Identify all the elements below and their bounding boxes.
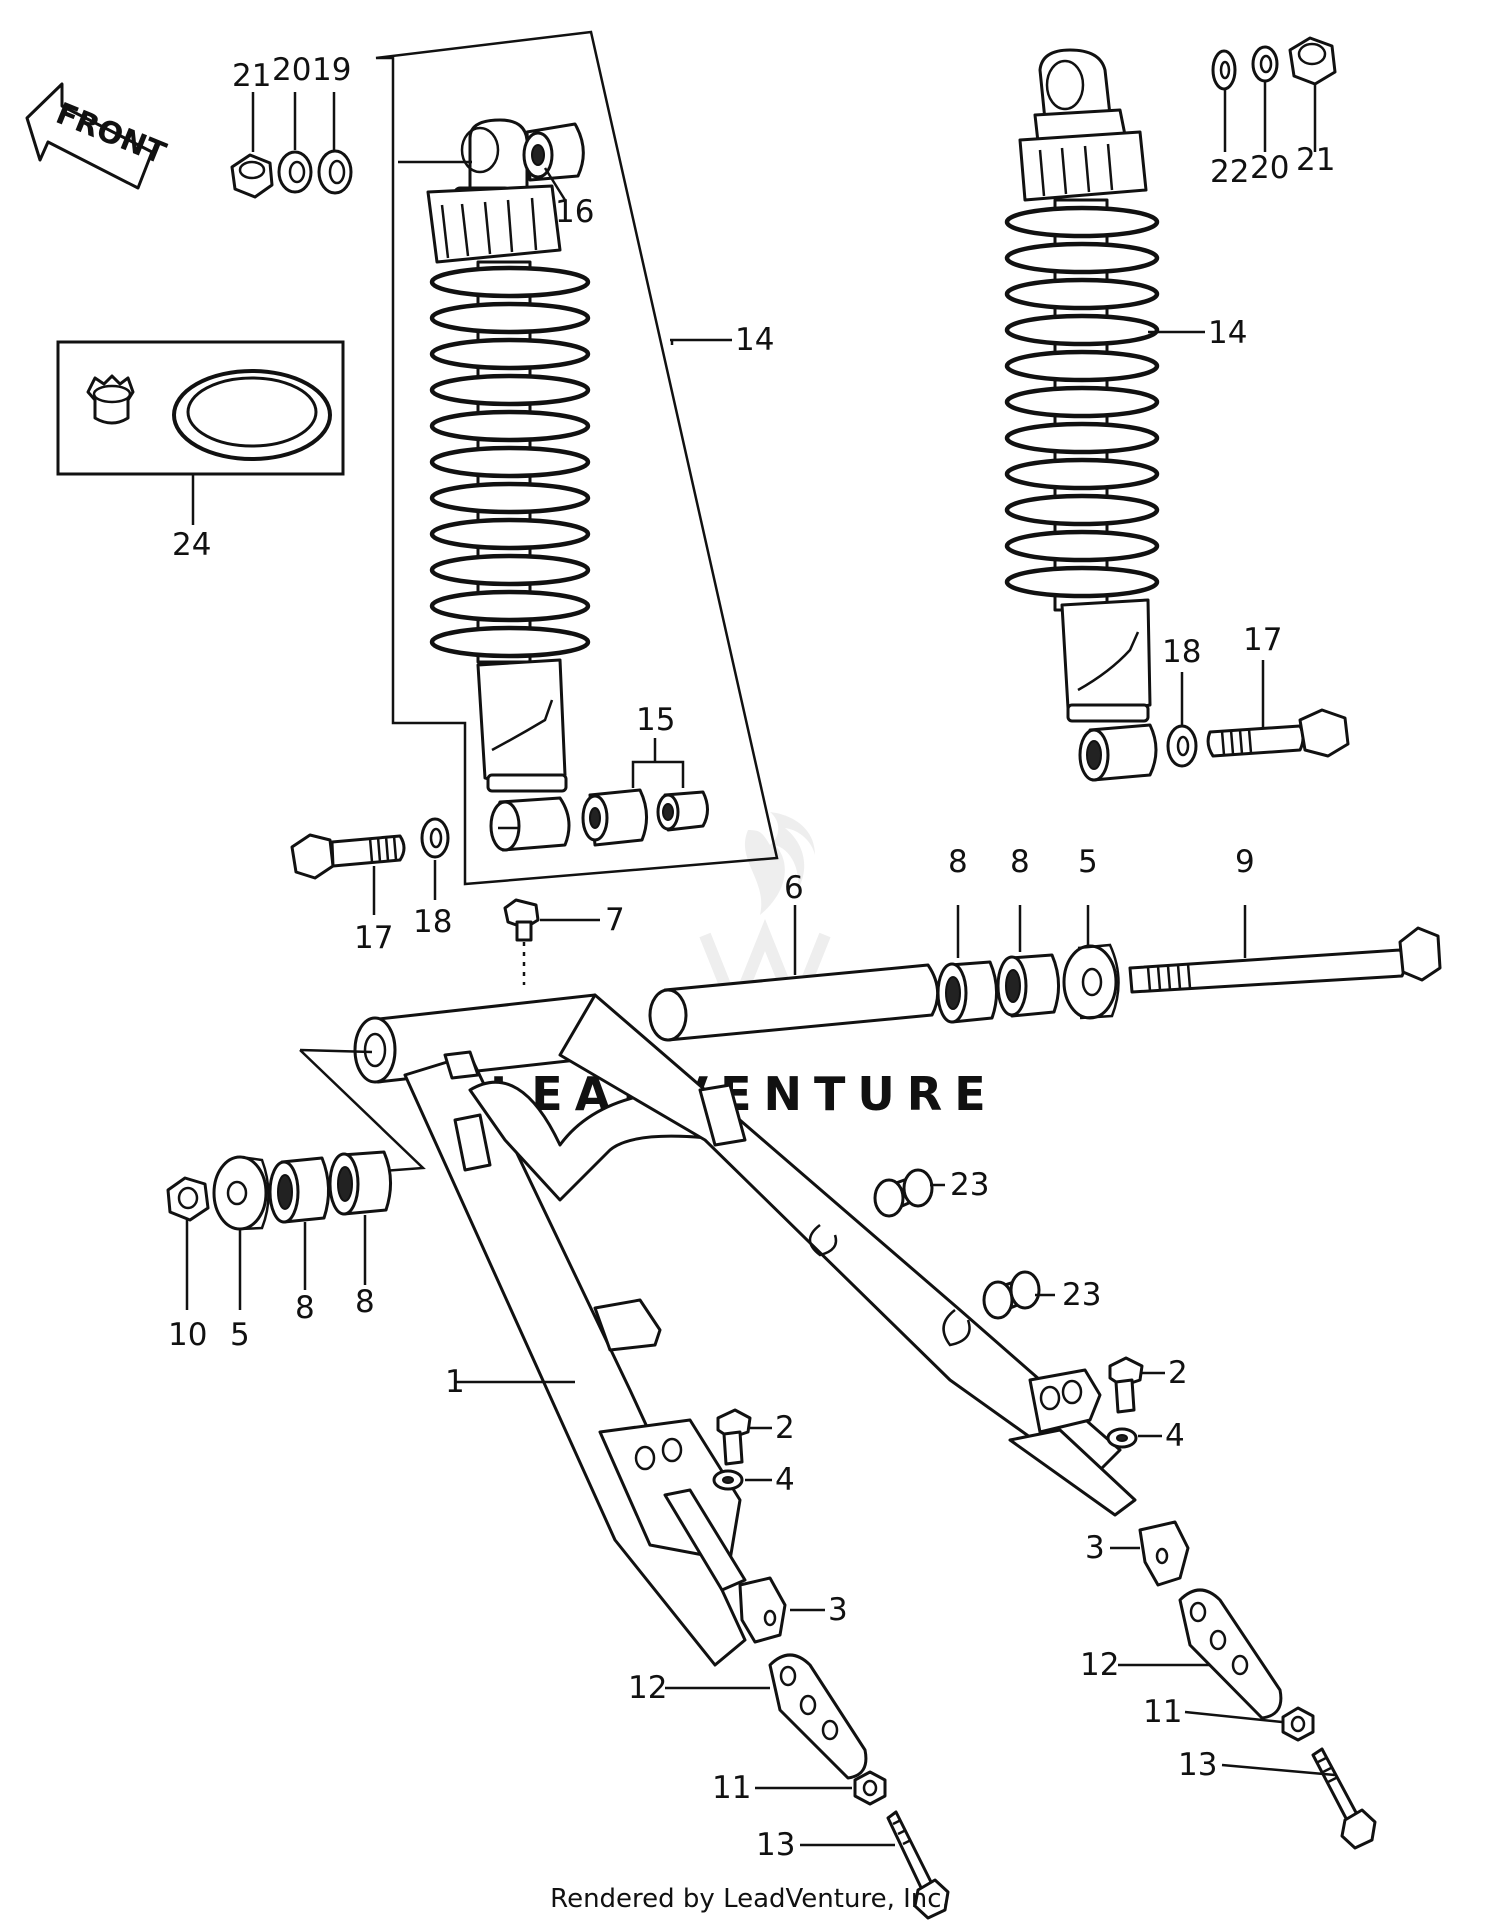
washer-18-right bbox=[1166, 724, 1198, 768]
callout-18: 18 bbox=[413, 904, 452, 940]
rubber-23-a bbox=[873, 1168, 934, 1218]
cap-icon bbox=[86, 374, 135, 425]
callout-24: 24 bbox=[172, 527, 211, 563]
washer-5-left bbox=[212, 1155, 270, 1231]
nut-11-right bbox=[1281, 1706, 1315, 1742]
adjuster-plate-12-right bbox=[1178, 1588, 1283, 1720]
callout-8: 8 bbox=[1010, 844, 1030, 880]
bearing-8-d bbox=[328, 1150, 392, 1216]
washer-18-left bbox=[420, 817, 450, 859]
callout-18: 18 bbox=[1162, 634, 1201, 670]
washer-22 bbox=[1211, 49, 1237, 91]
washer-5-right bbox=[1062, 943, 1120, 1020]
callout-22: 22 bbox=[1210, 154, 1249, 190]
bolt-2-left bbox=[716, 1408, 752, 1466]
block-3-left bbox=[738, 1576, 787, 1644]
bearing-8-b bbox=[996, 953, 1060, 1018]
callout-7: 7 bbox=[605, 902, 625, 938]
callout-2: 2 bbox=[775, 1410, 795, 1446]
render-credit: Rendered by LeadVenture, Inc. bbox=[550, 1884, 950, 1914]
callout-16: 16 bbox=[555, 194, 594, 230]
callout-3: 3 bbox=[1085, 1530, 1105, 1566]
callout-5: 5 bbox=[1078, 844, 1098, 880]
nut-21-left bbox=[230, 153, 274, 199]
bearing-8-a bbox=[936, 960, 998, 1024]
callout-4: 4 bbox=[775, 1462, 795, 1498]
washer-20-left bbox=[277, 150, 313, 194]
grease-nipple-7 bbox=[503, 898, 540, 942]
bolt-17-right bbox=[1206, 708, 1350, 758]
bolt-13-right bbox=[1311, 1747, 1377, 1850]
nut-21-right bbox=[1288, 36, 1337, 86]
rubber-23-b bbox=[982, 1270, 1041, 1320]
shock-absorber-right bbox=[1004, 48, 1160, 782]
pivot-tube-6 bbox=[648, 963, 940, 1042]
watermark-text: LEADVENTURE bbox=[490, 1067, 998, 1121]
callout-14: 14 bbox=[1208, 315, 1247, 351]
callout-8: 8 bbox=[355, 1284, 375, 1320]
swingarm-1 bbox=[353, 993, 1137, 1667]
gasket-ring-icon bbox=[172, 369, 332, 461]
callout-23: 23 bbox=[1062, 1277, 1101, 1313]
shock-absorber-left bbox=[426, 118, 591, 852]
bearing-8-c bbox=[268, 1156, 330, 1224]
callout-19: 19 bbox=[312, 52, 351, 88]
lockwasher-4-right bbox=[1106, 1427, 1138, 1449]
bolt-17-left bbox=[290, 833, 406, 880]
callout-20: 20 bbox=[1250, 150, 1289, 186]
callout-5: 5 bbox=[230, 1317, 250, 1353]
block-3-right bbox=[1138, 1520, 1190, 1587]
bushings-15 bbox=[581, 788, 709, 847]
callout-8: 8 bbox=[295, 1290, 315, 1326]
callout-15: 15 bbox=[636, 702, 675, 738]
callout-12: 12 bbox=[628, 1670, 667, 1706]
callout-17: 17 bbox=[354, 920, 393, 956]
bolt-2-right bbox=[1108, 1356, 1144, 1414]
callout-2: 2 bbox=[1168, 1355, 1188, 1391]
bushing-16 bbox=[522, 122, 585, 182]
callout-4: 4 bbox=[1165, 1418, 1185, 1454]
callout-11: 11 bbox=[712, 1770, 751, 1806]
nut-11-left bbox=[853, 1770, 887, 1806]
callout-21: 21 bbox=[232, 58, 271, 94]
callout-11: 11 bbox=[1143, 1694, 1182, 1730]
callout-6: 6 bbox=[784, 870, 804, 906]
adjuster-plate-12-left bbox=[768, 1653, 868, 1780]
callout-13: 13 bbox=[756, 1827, 795, 1863]
callout-9: 9 bbox=[1235, 844, 1255, 880]
lockwasher-4-left bbox=[712, 1469, 744, 1491]
spring-right bbox=[1004, 205, 1160, 599]
callout-8: 8 bbox=[948, 844, 968, 880]
nut-10 bbox=[166, 1176, 210, 1222]
callout-3: 3 bbox=[828, 1592, 848, 1628]
callout-23: 23 bbox=[950, 1167, 989, 1203]
spring-left bbox=[429, 265, 591, 659]
pivot-bolt-9 bbox=[1128, 926, 1442, 994]
callout-12: 12 bbox=[1080, 1647, 1119, 1683]
callout-10: 10 bbox=[168, 1317, 207, 1353]
bolt-13-left bbox=[886, 1810, 950, 1920]
washer-19 bbox=[317, 149, 353, 195]
callout-1: 1 bbox=[445, 1364, 465, 1400]
callout-21: 21 bbox=[1296, 142, 1335, 178]
callout-14: 14 bbox=[735, 322, 774, 358]
callout-13: 13 bbox=[1178, 1747, 1217, 1783]
washer-20-right bbox=[1251, 45, 1279, 83]
callout-20: 20 bbox=[272, 52, 311, 88]
callout-labels: 21 20 19 16 14 24 15 17 18 7 22 20 21 14… bbox=[168, 52, 1335, 1863]
kit-24-box bbox=[56, 340, 345, 476]
callout-17: 17 bbox=[1243, 622, 1282, 658]
front-arrow-icon: FRONT bbox=[25, 82, 171, 190]
